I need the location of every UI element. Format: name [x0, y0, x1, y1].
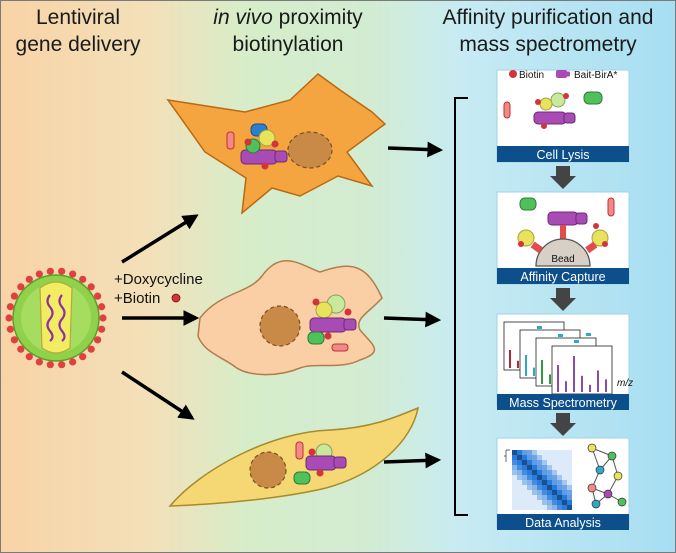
arrow-cell1-to-bracket [387, 141, 444, 158]
header-col2-italic: in vivo [213, 6, 273, 29]
legend-bait-label: Bait-BirA* [574, 70, 617, 81]
cell-2 [197, 260, 383, 376]
lentivirus-icon [5, 267, 107, 369]
arrow-cell2-to-bracket [383, 311, 442, 328]
bead-icon [535, 238, 591, 267]
cell-3 [168, 406, 419, 507]
bracket [454, 97, 468, 516]
step-bar [497, 146, 629, 162]
header-col2-line2: biotinylation [233, 33, 344, 56]
down-arrow-3-icon [550, 413, 576, 436]
step-bar [497, 514, 629, 530]
heatmap-icon [504, 449, 572, 510]
header-col3-line2: mass spectrometry [459, 33, 637, 56]
step-panel-data-analysis: Data Analysis [496, 437, 630, 530]
network-icon [587, 443, 627, 509]
lysis-complex [533, 92, 576, 129]
step-bar [497, 268, 629, 284]
header-col3-line1: Affinity purification and [443, 6, 654, 29]
arrow-cell3-to-bracket [383, 452, 442, 469]
complex-cell1 [226, 123, 288, 170]
step-label-mass-spectrometry: Mass Spectrometry [509, 396, 617, 410]
header-col2-rest: proximity [273, 6, 363, 29]
complex-cell2 [307, 294, 357, 352]
header-col1-line1: Lentiviral [36, 6, 120, 29]
arrow-virus-to-cell3 [121, 370, 195, 420]
ms-spectra [503, 321, 613, 395]
legend-bait-tail [565, 71, 570, 77]
step-label-affinity-capture: Affinity Capture [520, 270, 605, 284]
step-panel-cell-lysis: Biotin Bait-BirA* Cell Lysis [496, 69, 630, 163]
legend-biotin-dot [509, 70, 517, 78]
bead-label: Bead [551, 254, 574, 265]
step-bar [497, 394, 629, 410]
doxycycline-label: +Doxycycline [114, 271, 203, 288]
complex-cell3 [293, 441, 347, 485]
header-col1-line2: gene delivery [16, 33, 141, 56]
down-arrow-1-icon [550, 166, 576, 189]
step-panel-mass-spectrometry: m/z Mass Spectrometry [496, 313, 633, 410]
biotin-dot-icon [171, 293, 181, 303]
down-arrow-2-icon [550, 288, 576, 311]
cell-1 [166, 73, 387, 215]
step-panel-affinity-capture: Bead Affinity Capture [496, 191, 630, 285]
legend-biotin-label: Biotin [519, 70, 544, 81]
biotin-treatment-label: +Biotin [114, 290, 160, 307]
legend-bait-icon [556, 70, 567, 78]
header-col2-line1: in vivo proximity [213, 6, 363, 29]
mz-axis-label: m/z [617, 378, 633, 389]
step-label-data-analysis: Data Analysis [525, 516, 601, 530]
step-label-cell-lysis: Cell Lysis [536, 148, 589, 162]
arrow-virus-to-cell1 [121, 214, 199, 264]
